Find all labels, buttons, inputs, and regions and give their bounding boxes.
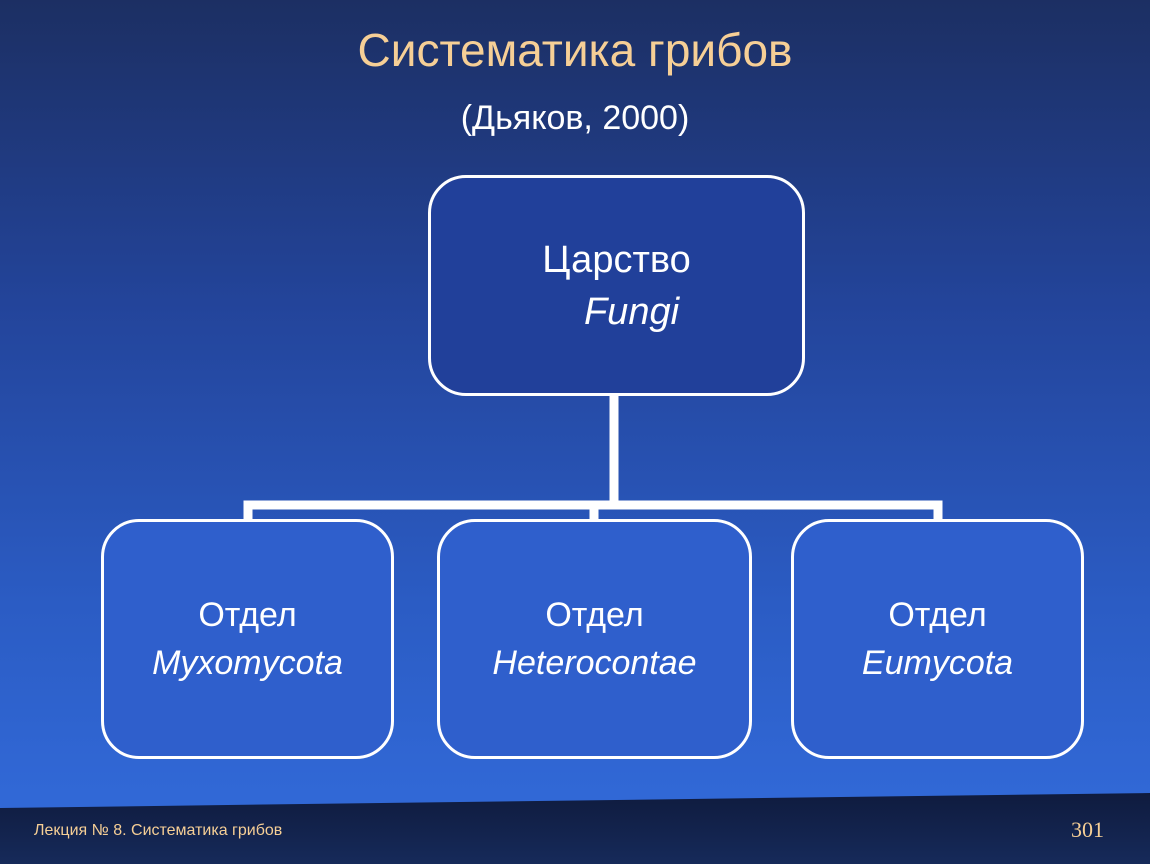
page-number: 301: [1071, 817, 1104, 842]
slide-title: Систематика грибов: [357, 24, 793, 76]
node-division-name: Heterocontae: [492, 644, 697, 682]
node-division-rank: Отдел: [198, 596, 297, 634]
node-kingdom: Царство Fungi: [428, 175, 805, 396]
node-division-rank: Отдел: [545, 596, 644, 634]
node-division-name: Eumycota: [861, 644, 1014, 682]
node-kingdom-rank: Царство: [542, 238, 691, 281]
node-division-eumycota: Отдел Eumycota: [791, 519, 1084, 759]
footer-text: Лекция № 8. Систематика грибов: [34, 822, 283, 839]
node-division-rank: Отдел: [888, 596, 987, 634]
node-division-name: Myxomycota: [152, 644, 343, 682]
slide-subtitle: (Дьяков, 2000): [460, 99, 690, 137]
node-kingdom-name: Fungi: [583, 290, 680, 333]
node-division-heterocontae: Отдел Heterocontae: [437, 519, 752, 759]
node-division-myxomycota: Отдел Myxomycota: [101, 519, 394, 759]
